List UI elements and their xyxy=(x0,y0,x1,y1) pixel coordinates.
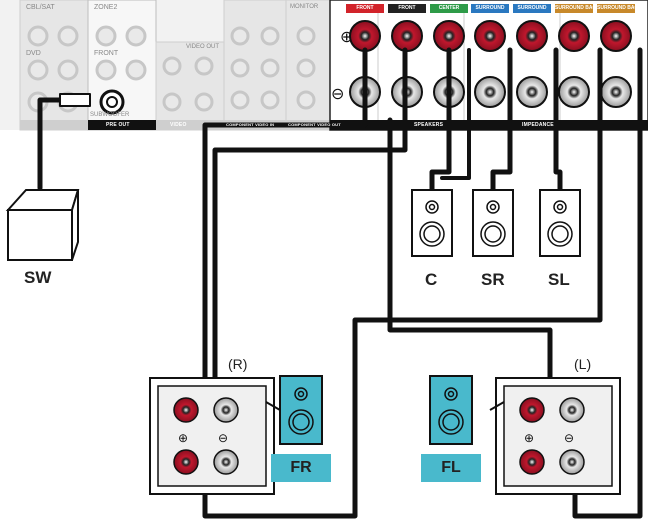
minus-terminal-4 xyxy=(474,76,506,108)
terminal-tag-1: FRONT xyxy=(346,4,384,13)
label-speakers: SPEAKERS xyxy=(414,122,444,128)
plus-terminal-6 xyxy=(558,20,590,52)
terminal-tag-5: SURROUND xyxy=(513,4,551,13)
plus-terminal-2 xyxy=(391,20,423,52)
label-sr: SR xyxy=(481,270,505,289)
label-video: VIDEO xyxy=(170,122,187,128)
svg-text:⊖: ⊖ xyxy=(564,431,574,445)
fr-cable-plus xyxy=(202,47,368,405)
label-cbl-sat: CBL/SAT xyxy=(26,4,55,11)
rca-plug xyxy=(59,93,91,107)
label-sl: SL xyxy=(548,270,570,289)
plus-terminal-1 xyxy=(349,20,381,52)
label-fr: FR xyxy=(271,454,331,482)
terminal-tag-7: SURROUND BACK xyxy=(597,4,635,13)
fr-terminal-box: ⊕ ⊖ xyxy=(149,377,281,495)
label-c: C xyxy=(425,270,438,289)
terminal-tag-4: SURROUND xyxy=(471,4,509,13)
label-component-out: COMPONENT VIDEO OUT xyxy=(288,122,341,127)
speaker-cables xyxy=(37,47,643,519)
receiver-rear-panel: ⊕ ⊖ xyxy=(0,0,648,131)
plus-terminal-4 xyxy=(474,20,506,52)
label-dvd: DVD xyxy=(26,50,41,57)
label-video-out: VIDEO OUT xyxy=(186,44,220,50)
terminal-tag-2: FRONT xyxy=(388,4,426,13)
label-impedance: IMPEDANCE xyxy=(522,122,554,128)
label-right-marker: (R) xyxy=(228,356,248,372)
label-zone2: ZONE2 xyxy=(94,4,118,11)
label-front: FRONT xyxy=(94,50,119,57)
terminal-tag-3: CENTER xyxy=(430,4,468,13)
svg-text:⊕: ⊕ xyxy=(524,431,534,445)
minus-terminal-6 xyxy=(558,76,590,108)
svg-text:⊖: ⊖ xyxy=(218,431,228,445)
plus-terminal-7 xyxy=(600,20,632,52)
fr-return-cable xyxy=(202,47,603,519)
center-cable-minus xyxy=(440,48,471,180)
fr-speaker xyxy=(279,375,323,445)
minus-symbol: ⊖ xyxy=(331,86,344,103)
surround-left-speaker xyxy=(539,189,581,257)
label-component-in: COMPONENT VIDEO IN xyxy=(226,122,275,127)
sl-cable xyxy=(553,47,563,193)
subwoofer-jack-pin xyxy=(106,96,118,108)
fr-cable-minus xyxy=(212,47,408,405)
input-block-1-footer xyxy=(20,120,88,130)
label-left-marker: (L) xyxy=(574,356,592,372)
sr-cable xyxy=(490,47,513,193)
plus-terminal-5 xyxy=(516,20,548,52)
speaker-section-footer xyxy=(330,120,648,130)
label-monitor: MONITOR xyxy=(290,4,319,10)
fl-speaker xyxy=(429,375,473,445)
svg-text:⊕: ⊕ xyxy=(178,431,188,445)
center-cable-plus xyxy=(429,47,452,193)
label-pre-out: PRE OUT xyxy=(106,122,130,128)
fl-terminal-box: ⊕ ⊖ xyxy=(489,377,621,495)
video-block-footer xyxy=(156,120,224,130)
subwoofer-unit xyxy=(5,189,80,261)
video-block xyxy=(155,41,225,131)
rca-jacks-faded xyxy=(27,25,316,113)
surround-right-speaker xyxy=(472,189,514,257)
subwoofer-cable xyxy=(37,97,65,191)
center-speaker xyxy=(411,189,453,257)
terminal-tag-6: SURROUND BACK xyxy=(555,4,593,13)
plus-terminal-3 xyxy=(433,20,465,52)
minus-terminal-7 xyxy=(600,76,632,108)
receiver-terminals xyxy=(349,20,632,108)
label-sw: SW xyxy=(24,268,52,287)
small-speakers xyxy=(411,189,581,257)
pre-out-footer xyxy=(88,120,156,130)
minus-terminal-5 xyxy=(516,76,548,108)
label-subwoofer: SUBWOOFER xyxy=(90,112,130,118)
label-fl: FL xyxy=(421,454,481,482)
fl-cable-plus xyxy=(387,117,553,405)
